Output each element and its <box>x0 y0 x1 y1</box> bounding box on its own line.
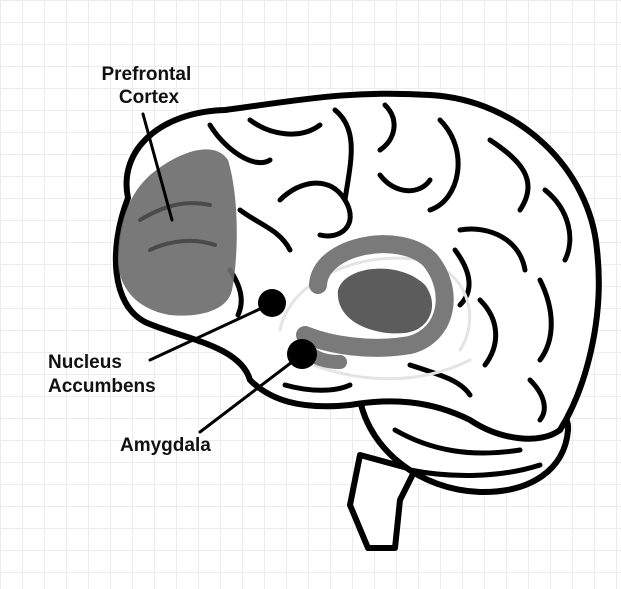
prefrontal-cortex-label: Prefrontal Cortex <box>101 64 196 108</box>
amygdala-label: Amygdala <box>120 435 211 456</box>
nucleus-accumbens-label: Nucleus Accumbens <box>48 352 156 397</box>
prefrontal-label-line-1: Prefrontal <box>101 64 191 85</box>
amygdala-dot <box>287 339 317 369</box>
nucleus-accumbens-dot <box>258 289 286 317</box>
nucleus-accumbens-label-line-1: Nucleus <box>48 352 122 373</box>
nucleus-accumbens-label-line-2: Accumbens <box>48 376 156 397</box>
prefrontal-label-line-2: Cortex <box>119 87 180 108</box>
